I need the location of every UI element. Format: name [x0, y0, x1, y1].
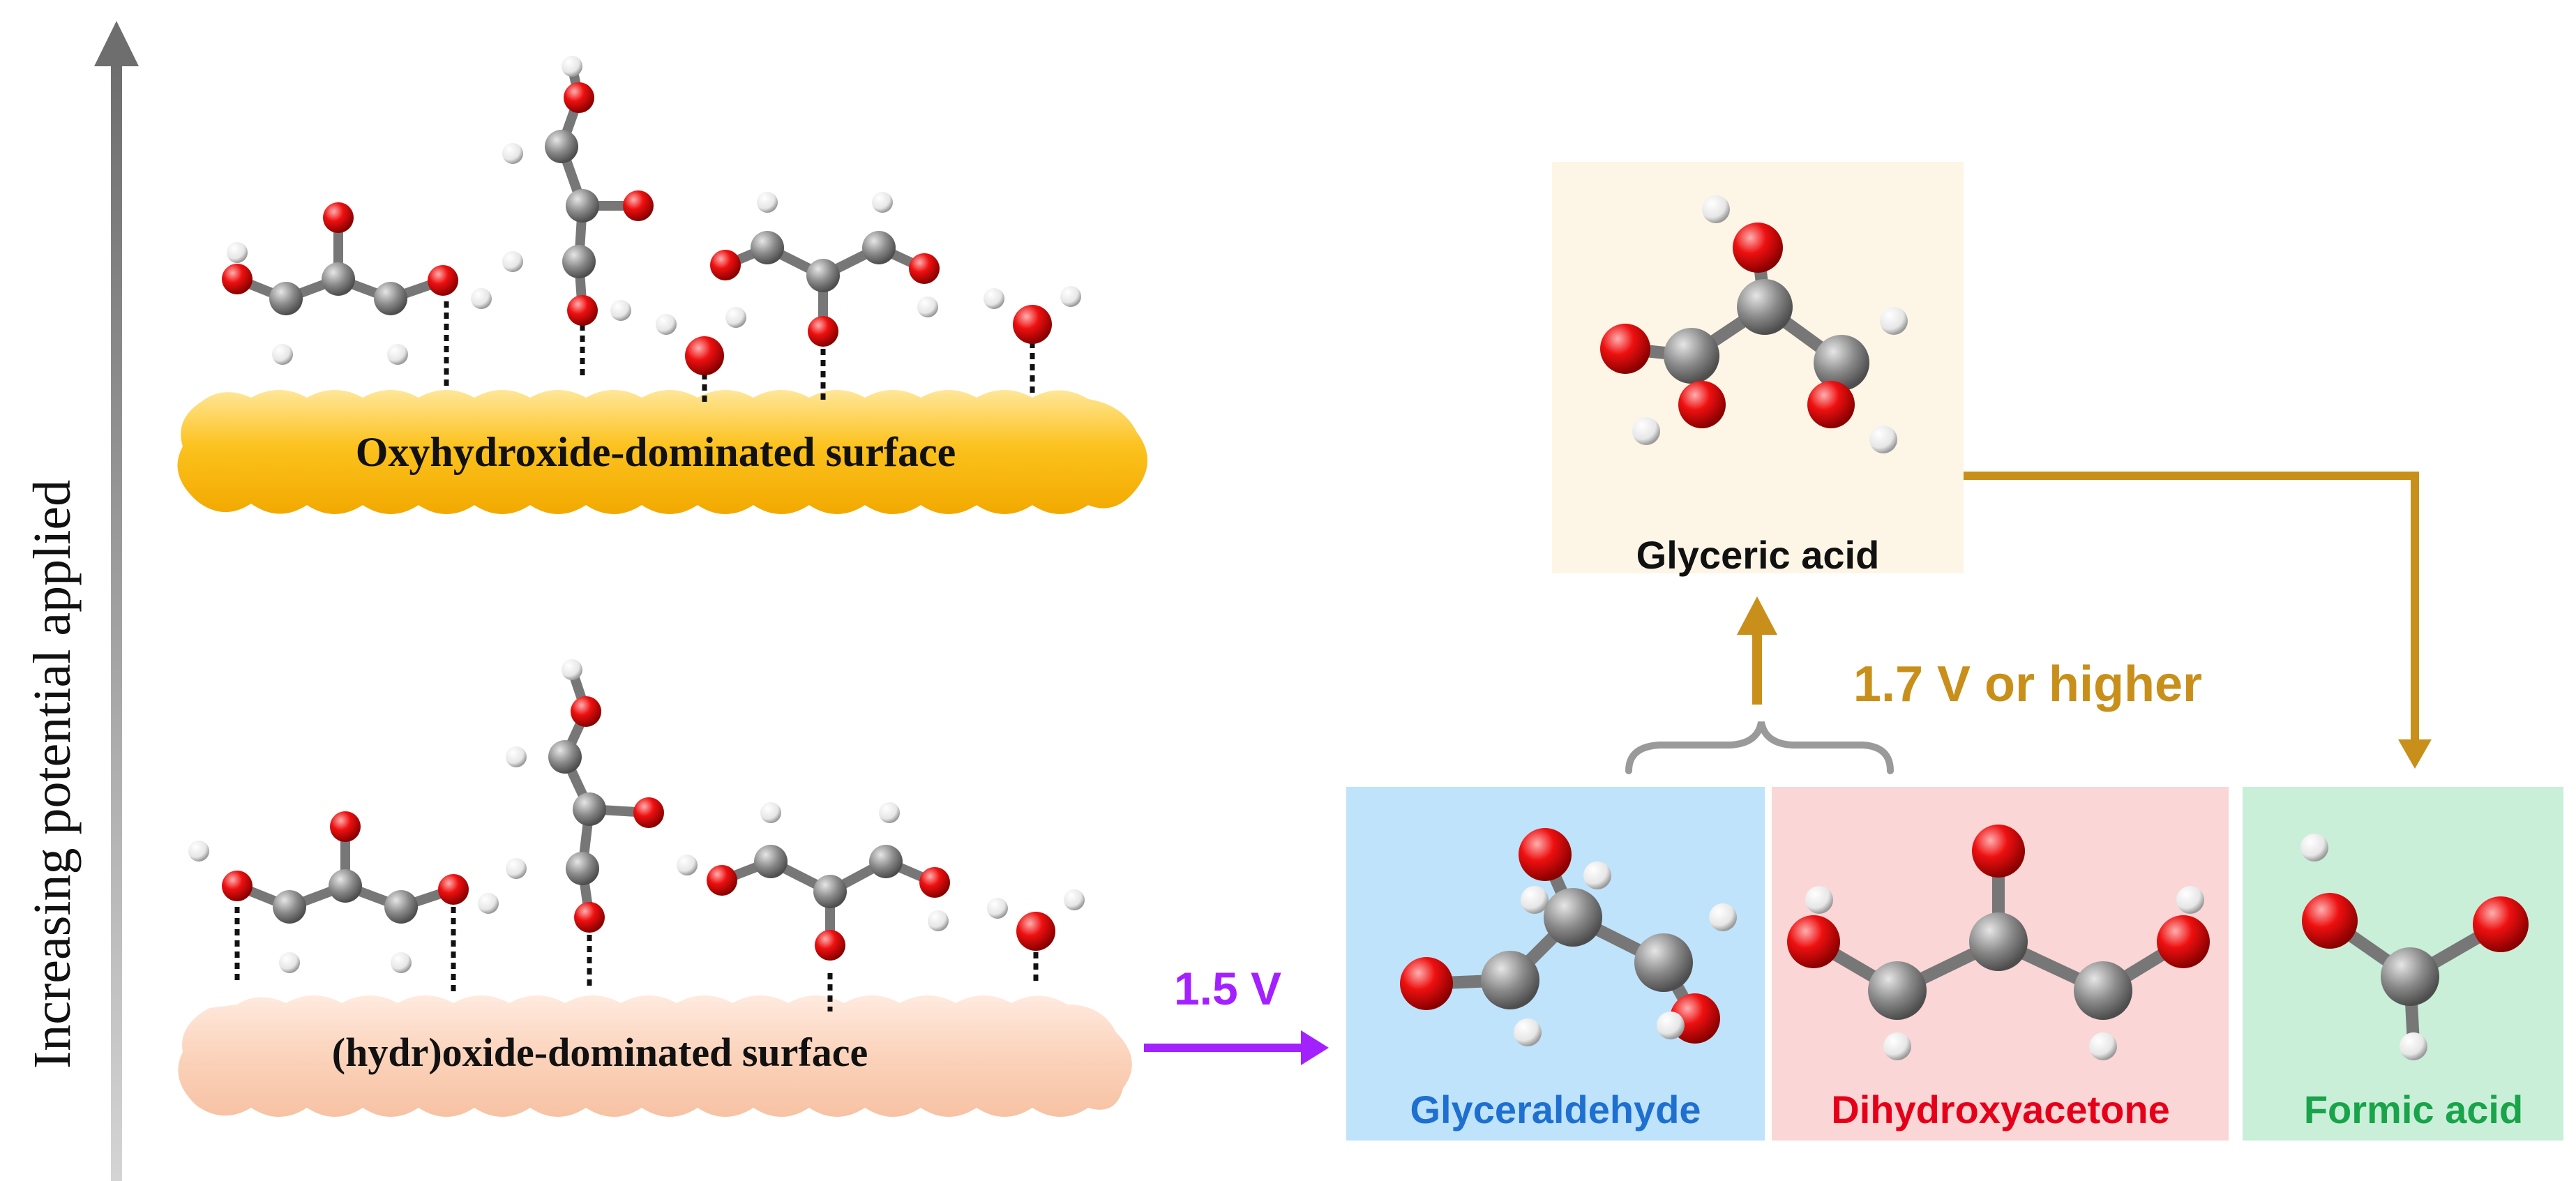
glyceric-acid-molecule: [1600, 195, 1908, 453]
formic-acid-molecule: [2300, 834, 2529, 1060]
glycerol-molecule-top-1: [222, 202, 492, 365]
water-molecule-bottom: [987, 889, 1085, 951]
glycerol-molecule-top-3: [710, 192, 940, 347]
adsorption-bonds-bottom: [234, 907, 1039, 1011]
glycerol-molecule-bottom-2: [506, 659, 664, 933]
potential-axis: [94, 21, 139, 1181]
glycerol-molecule-bottom-1: [188, 811, 499, 973]
dihydroxyacetone-label: Dihydroxyacetone: [1831, 1088, 2170, 1131]
oxyhydroxide-surface: [177, 390, 1147, 514]
oxyhydroxide-surface-label: Oxyhydroxide-dominated surface: [356, 429, 956, 475]
water-molecule-top-2: [984, 286, 1081, 344]
glycerol-molecule-top-2: [502, 56, 654, 326]
glycerol-molecule-bottom-3: [677, 802, 950, 961]
glyceraldehyde-label: Glyceraldehyde: [1410, 1088, 1701, 1131]
glyceric-acid-label: Glyceric acid: [1636, 533, 1880, 577]
glyceric-to-formic-connector: [1964, 472, 2432, 769]
step-1-potential-label: 1.5 V: [1174, 963, 1281, 1014]
potential-axis-label: Increasing potential applied: [23, 480, 82, 1069]
step-1-arrow: [1144, 1030, 1329, 1065]
adsorption-bonds-top: [444, 301, 1035, 405]
glyceraldehyde-molecule: [1400, 828, 1737, 1046]
dihydroxyacetone-molecule: [1787, 825, 2210, 1060]
formic-acid-label: Formic acid: [2304, 1088, 2523, 1131]
hydroxide-surface-label: (hydr)oxide-dominated surface: [332, 1030, 868, 1075]
hydroxide-surface: [178, 995, 1132, 1117]
step-2-arrow: [1737, 596, 1777, 705]
grouping-brace: [1625, 721, 1894, 774]
step-2-potential-label: 1.7 V or higher: [1853, 656, 2202, 712]
water-molecule-top-1: [656, 307, 746, 375]
